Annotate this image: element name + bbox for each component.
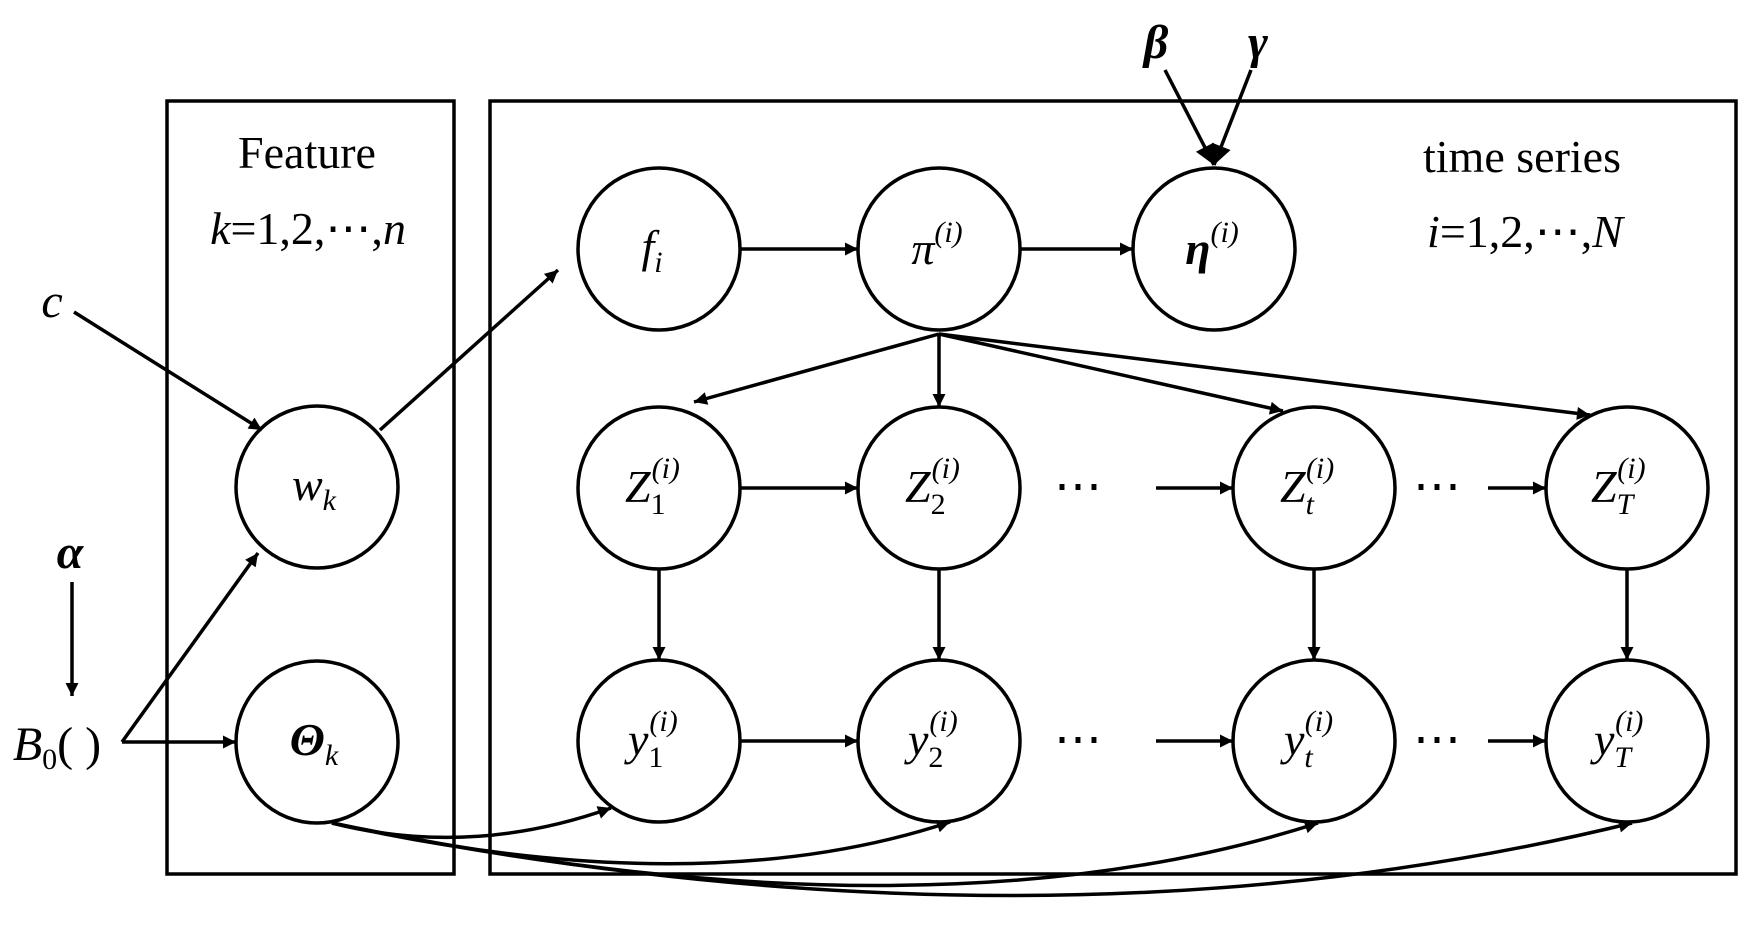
node-eta — [1131, 166, 1297, 332]
edge-pi-Z1 — [693, 332, 940, 405]
hyper-gamma: γ — [1248, 16, 1268, 69]
node-yT-label: yT(i) — [1590, 705, 1643, 774]
ellipsis-z-right: ⋯ — [1413, 460, 1461, 513]
ellipsis-z-mid: ⋯ — [1054, 460, 1102, 513]
time-series-plate-title: time series — [1423, 131, 1621, 182]
hyper-c: c — [41, 275, 62, 328]
node-ZT-label: ZT(i) — [1591, 452, 1646, 521]
node-y1-label: y1(i) — [624, 705, 678, 774]
node-Z2-label: Z2(i) — [905, 452, 960, 521]
node-Zt-label: Zt(i) — [1280, 452, 1334, 521]
node-y2-label: y2(i) — [904, 705, 958, 774]
ellipsis-y-mid: ⋯ — [1054, 713, 1102, 766]
feature-plate — [165, 99, 456, 876]
edge-B0-w — [120, 551, 260, 744]
edge-c-w — [73, 310, 263, 432]
edge-theta-yT — [331, 819, 1633, 898]
node-pi — [856, 166, 1022, 332]
edge-beta-eta — [1163, 69, 1216, 166]
node-Zt — [1231, 405, 1397, 571]
ellipsis-y-right: ⋯ — [1413, 713, 1461, 766]
hyper-beta: β — [1142, 16, 1169, 69]
node-pi-label: π(i) — [911, 216, 962, 274]
node-Z1-label: Z1(i) — [625, 452, 680, 521]
node-yt — [1231, 658, 1397, 824]
node-yt-label: yt(i) — [1280, 705, 1333, 774]
node-w-label: wk — [292, 459, 337, 517]
edge-theta-yt — [331, 820, 1319, 888]
edge-pi-Zt — [938, 332, 1284, 415]
feature-plate-index: k=1,2,⋯,n — [210, 203, 406, 254]
hyper-alpha: α — [57, 526, 85, 579]
node-eta-label: η(i) — [1185, 216, 1239, 274]
edge-w-f — [378, 268, 560, 432]
time-series-plate — [488, 99, 1738, 876]
node-w — [234, 404, 400, 570]
time-series-plate-index: i=1,2,⋯,N — [1427, 206, 1625, 257]
feature-plate-title: Feature — [238, 127, 376, 178]
node-B0-label: B0( ) — [13, 718, 101, 776]
edge-gamma-eta — [1211, 69, 1253, 166]
edge-pi-ZT — [938, 332, 1591, 420]
node-theta-label: Θk — [290, 714, 339, 772]
